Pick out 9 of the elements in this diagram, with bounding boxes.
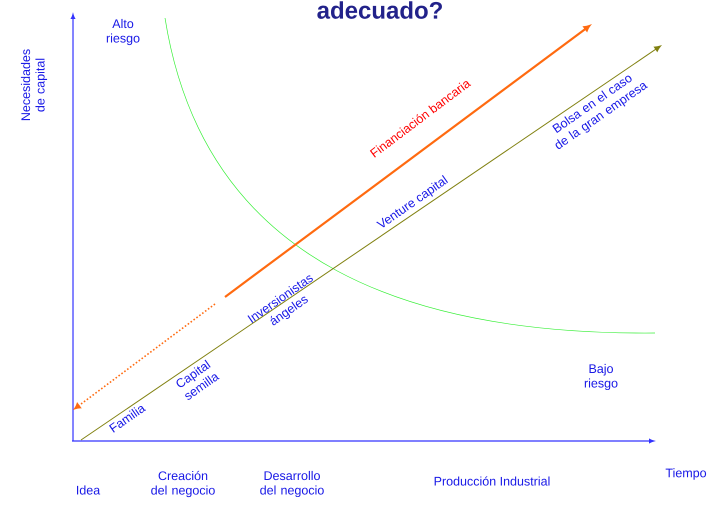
axis-label: Idea (77, 485, 100, 495)
axis-label: Bajo riesgo (584, 364, 618, 390)
axis-label: Necesidades de capital (20, 49, 48, 120)
axis-label: Desarrollo del negocio (260, 470, 324, 498)
axis-label: Creación del negocio (151, 470, 215, 498)
axis-label: Tiempo (666, 468, 706, 480)
axis-label: Alto riesgo (106, 18, 140, 46)
title: adecuado? (317, 1, 442, 19)
axis-label: Producción Industrial (434, 476, 550, 486)
